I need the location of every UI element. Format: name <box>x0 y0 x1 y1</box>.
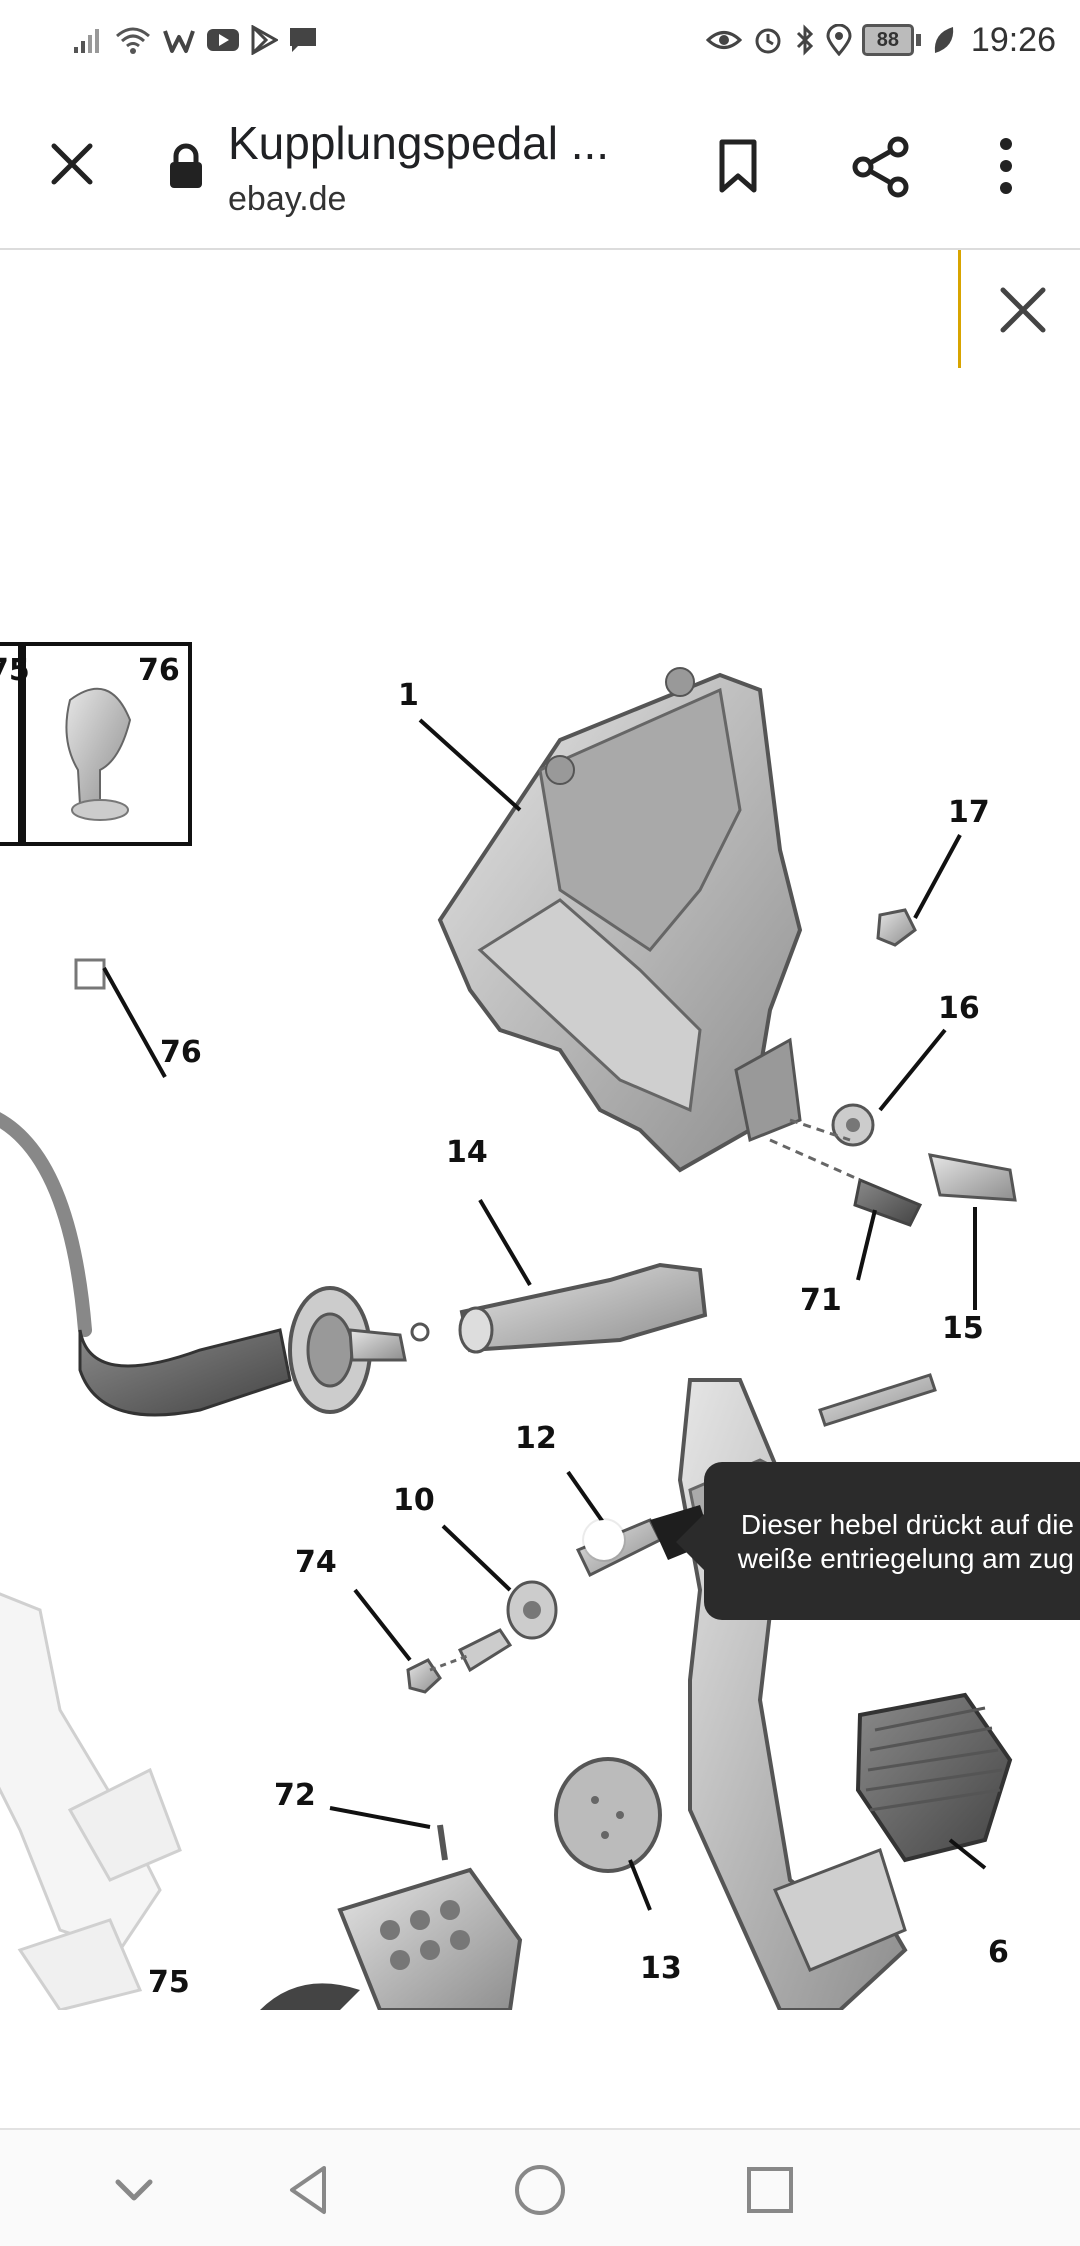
small-parts-right <box>769 908 1017 1427</box>
clutch-cable <box>0 958 430 1417</box>
eye-icon <box>705 31 742 49</box>
callout-17: 17 <box>948 795 990 830</box>
signal-icon <box>74 29 99 53</box>
callout-74: 74 <box>295 1545 337 1580</box>
share-icon[interactable] <box>848 134 914 200</box>
tooltip-line-1: Dieser hebel drückt auf die <box>740 1509 1074 1540</box>
callout-15: 15 <box>942 1311 984 1346</box>
status-time: 19:26 <box>970 20 1056 59</box>
background-pedals <box>0 1592 182 2010</box>
nav-recents-icon[interactable] <box>740 2160 800 2220</box>
more-options-icon[interactable] <box>986 134 1026 198</box>
youtube-icon <box>207 29 239 51</box>
callout-13: 13 <box>640 1951 682 1986</box>
callout-14: 14 <box>446 1135 488 1170</box>
navigation-bar <box>0 2128 1080 2246</box>
alarm-icon <box>755 28 781 54</box>
status-left-icons <box>72 18 318 62</box>
callout-72: 72 <box>274 1778 316 1813</box>
battery-icon: 88 <box>861 24 921 56</box>
status-bar: 88 19:26 <box>0 0 1080 80</box>
w-app-icon <box>163 30 195 53</box>
callout-6: 6 <box>988 1935 1009 1970</box>
wifi-icon <box>116 27 150 54</box>
play-store-icon <box>251 25 278 55</box>
clutch-lever <box>458 1262 708 1354</box>
pedal-bracket <box>437 667 803 1173</box>
ad-close-button[interactable] <box>958 250 1080 368</box>
image-viewer[interactable]: 1 17 16 76 76 75 14 71 15 12 70 10 74 72… <box>0 250 1080 2010</box>
browser-toolbar: Kupplungspedal ... ebay.de <box>0 80 1080 250</box>
lock-icon <box>170 143 202 188</box>
page-url[interactable]: ebay.de <box>228 180 347 218</box>
pedal-disc <box>554 1757 662 1873</box>
status-right-icons: 88 19:26 <box>705 18 1056 62</box>
bookmark-icon[interactable] <box>706 134 770 198</box>
nav-back-icon[interactable] <box>280 2160 340 2220</box>
inset-box <box>0 642 192 846</box>
callout-76: 76 <box>160 1035 202 1070</box>
annotation-marker[interactable] <box>584 1520 624 1560</box>
callout-75: 75 <box>148 1965 190 2000</box>
tooltip-line-2: weiße entriegelung am zug <box>737 1543 1074 1574</box>
callout-71: 71 <box>800 1283 842 1318</box>
tooltip-arrow <box>676 1512 706 1572</box>
callout-16: 16 <box>938 991 980 1026</box>
callout-12: 12 <box>515 1421 557 1456</box>
close-icon <box>1000 287 1046 333</box>
close-tab-icon[interactable] <box>38 130 106 198</box>
nav-home-icon[interactable] <box>510 2160 570 2220</box>
accelerator-plate <box>260 1824 523 2010</box>
leaf-icon <box>934 27 954 53</box>
nav-collapse-icon[interactable] <box>104 2160 164 2220</box>
parts-diagram: 1 17 16 76 76 75 14 71 15 12 70 10 74 72… <box>0 642 1017 2010</box>
callout-1: 1 <box>398 678 419 713</box>
message-icon <box>290 28 316 52</box>
location-icon <box>826 24 852 56</box>
callout-76-inset: 76 <box>138 653 180 688</box>
tooltip-text: Dieser hebel drückt auf die weiße entrie… <box>714 1508 1074 1576</box>
page-title[interactable]: Kupplungspedal ... <box>228 117 610 169</box>
callout-75-inset: 75 <box>0 653 30 688</box>
battery-level: 88 <box>861 24 914 56</box>
callout-10: 10 <box>393 1483 435 1518</box>
bluetooth-icon <box>796 24 814 56</box>
annotation-tooltip[interactable]: Dieser hebel drückt auf die weiße entrie… <box>676 1462 1080 1620</box>
pedal-rubber <box>855 1692 1013 1863</box>
